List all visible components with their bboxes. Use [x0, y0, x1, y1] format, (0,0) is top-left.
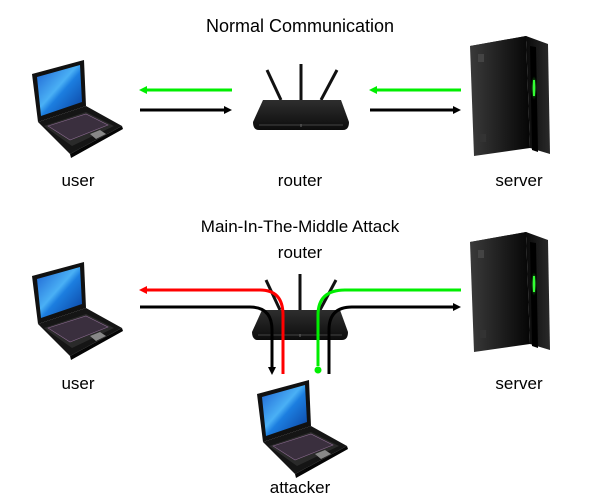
normal-router-label: router	[277, 171, 323, 190]
mitm-forged-response-arrow-attacker-to-user	[139, 286, 285, 374]
mitm-response-arrow-server-to-attacker	[314, 288, 461, 374]
mitm-forwarded-request-arrow-attacker-to-server	[327, 303, 461, 374]
normal-server-label: server	[495, 171, 543, 190]
normal-request-arrow-user-to-router	[140, 106, 232, 114]
normal-response-arrow-router-to-user	[139, 86, 232, 94]
mitm-section-title: Main-In-The-Middle Attack	[200, 217, 400, 236]
normal-response-arrow-server-to-router	[369, 86, 461, 94]
mitm-router-icon	[250, 272, 350, 342]
attacker-laptop-icon	[256, 379, 349, 479]
normal-request-arrow-router-to-server	[370, 106, 461, 114]
router-icon	[251, 62, 351, 132]
normal-section-title: Normal Communication	[205, 16, 395, 36]
mitm-server-label: server	[495, 374, 543, 393]
server-icon	[470, 36, 550, 156]
mitm-server-icon	[470, 232, 550, 352]
attacker-label: attacker	[269, 478, 331, 497]
mitm-user-label: user	[61, 374, 95, 393]
mitm-request-arrow-user-to-attacker	[140, 305, 276, 375]
mitm-router-label: router	[277, 243, 323, 262]
mitm-user-laptop-icon	[31, 261, 124, 361]
normal-user-label: user	[61, 171, 95, 190]
user-laptop-icon	[31, 59, 124, 159]
